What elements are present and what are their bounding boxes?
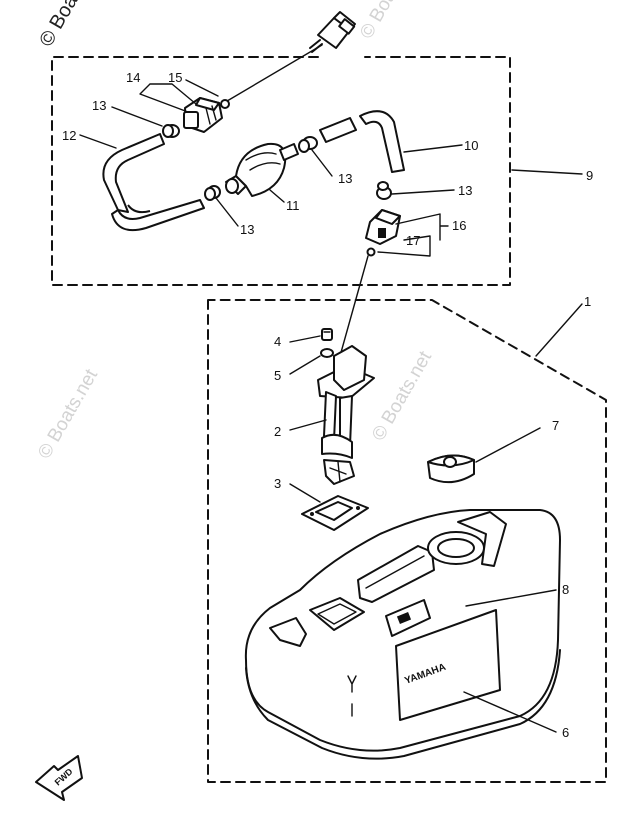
leader-15 [185,79,219,97]
fuel-tank: YAMAHA [244,509,561,760]
fuel-tank-group-border [207,299,607,783]
washer-5 [320,348,334,358]
callout-4: 4 [274,334,281,349]
leader-5 [289,355,321,375]
leader-14 [139,83,197,113]
watermark-top-right: © Boats.net [356,0,424,43]
callout-9: 9 [586,168,593,183]
callout-5: 5 [274,368,281,383]
leader-8 [465,589,557,607]
hose-clamp-d [376,181,392,200]
fuel-gauge-pickup [317,345,375,485]
callout-14: 14 [126,70,140,85]
callout-1: 1 [584,294,591,309]
callout-12: 12 [62,128,76,143]
fuel-hose-12 [102,133,205,232]
callout-7: 7 [552,418,559,433]
leader-4 [289,335,321,343]
leader-13d [391,189,455,195]
leader-3 [289,483,321,503]
leader-13c [311,149,333,177]
leader-6 [463,691,557,733]
forward-direction-badge: FWD [35,755,83,801]
leader-16 [395,213,449,241]
callout-13-c: 13 [338,171,352,186]
leader-fitting-to-gauge [339,255,369,357]
leader-2 [289,419,327,431]
callout-10: 10 [464,138,478,153]
leader-9 [511,169,583,175]
gasket-3 [301,495,369,531]
watermark-corner: © Boats.net [35,0,107,50]
leader-13a [111,106,163,127]
callout-3: 3 [274,476,281,491]
callout-11: 11 [286,198,300,213]
leader-connector-to-coupler [221,44,323,105]
watermark-mid-left: © Boats.net [34,365,102,462]
screw-4 [321,328,333,341]
hose-clamp-a [162,124,180,138]
callout-15: 15 [168,70,182,85]
hose-clamp-b [204,185,221,201]
callout-8: 8 [562,582,569,597]
leader-13b [215,197,239,227]
engine-connector [309,11,356,53]
leader-11 [269,189,285,203]
fuel-cap [427,454,475,484]
leader-7 [475,427,541,463]
leader-10 [403,144,463,153]
leader-12 [79,134,117,149]
leader-17 [377,235,431,257]
quick-coupler [183,97,230,133]
fuel-line-kit-border [51,56,511,286]
tank-fitting [365,209,401,257]
callout-13-b: 13 [240,222,254,237]
hose-clamp-c [298,136,318,153]
callout-13-a: 13 [92,98,106,113]
primer-bulb [225,142,299,197]
callout-2: 2 [274,424,281,439]
callout-6: 6 [562,725,569,740]
watermark-mid-center: © Boats.net [368,347,436,444]
leader-1 [535,303,583,357]
callout-16: 16 [452,218,466,233]
callout-13-d: 13 [458,183,472,198]
fuel-hose-10 [319,110,405,173]
callout-17: 17 [406,233,420,248]
